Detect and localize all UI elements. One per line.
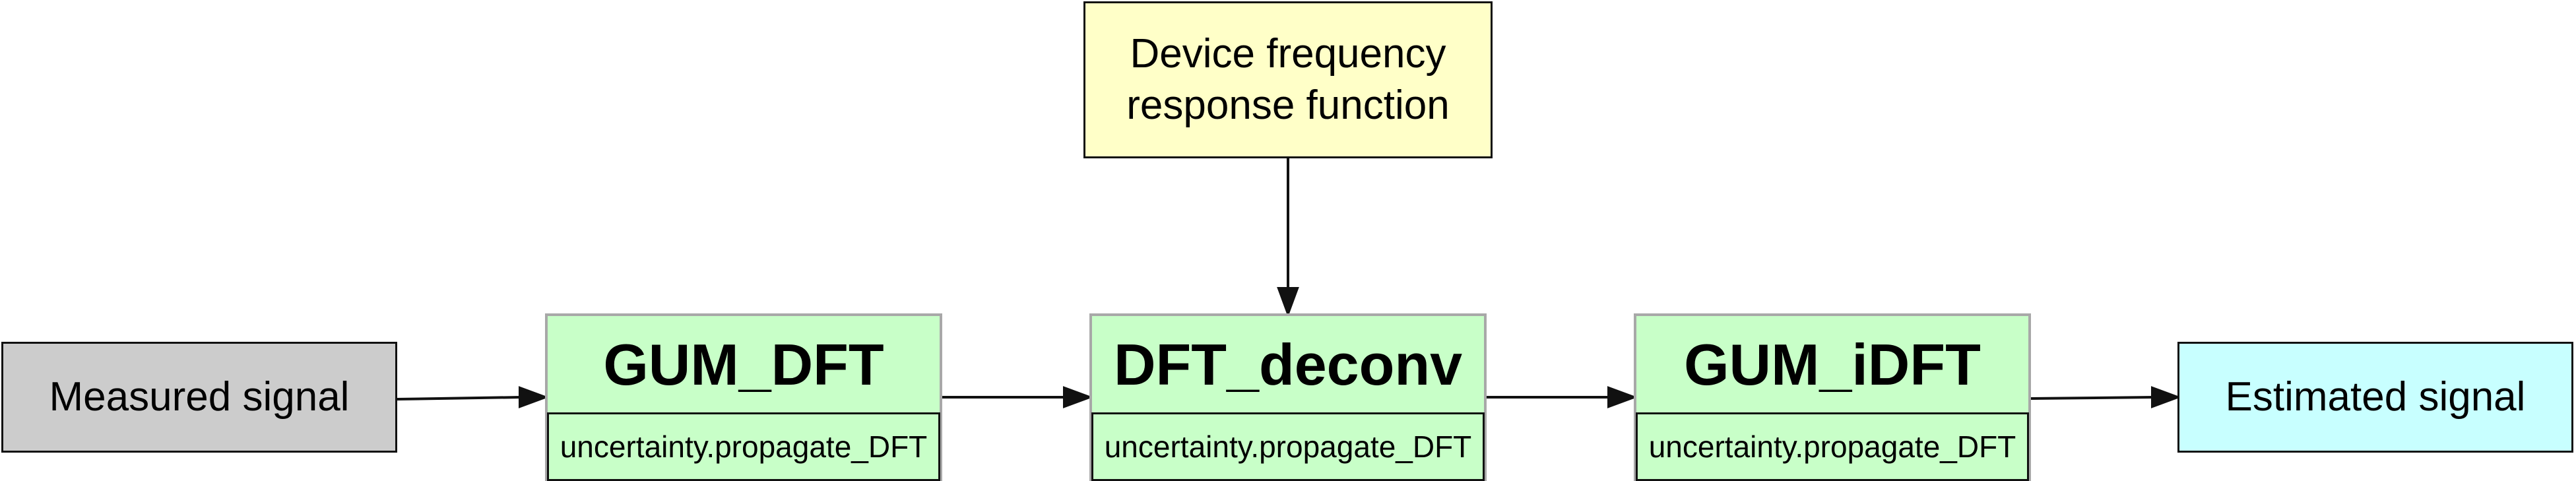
arrowhead-gum-idft	[1607, 386, 1638, 408]
device-frequency-response-node: Device frequency response function	[1083, 1, 1493, 158]
arrowhead-gum-dft	[519, 386, 549, 408]
gum-dft-module: GUM_DFT uncertainty.propagate_DFT	[545, 313, 942, 481]
gum-dft-title: GUM_DFT	[603, 332, 884, 397]
arrowhead-estimated	[2151, 386, 2181, 408]
arrowhead-dft-deconv	[1063, 386, 1093, 408]
measured-signal-node: Measured signal	[1, 342, 397, 453]
arrowhead-dft-deconv-top	[1277, 287, 1299, 317]
arrow-gum-idft-to-estimated	[2030, 396, 2154, 400]
gum-idft-module-path: uncertainty.propagate_DFT	[1636, 412, 2029, 481]
dft-deconv-module: DFT_deconv uncertainty.propagate_DFT	[1089, 313, 1487, 481]
gum-idft-title: GUM_iDFT	[1684, 332, 1981, 397]
gum-dft-module-path: uncertainty.propagate_DFT	[547, 412, 940, 481]
estimated-signal-node: Estimated signal	[2177, 342, 2573, 453]
dft-deconv-module-path: uncertainty.propagate_DFT	[1091, 412, 1485, 481]
arrow-measured-to-gum-dft	[397, 396, 522, 401]
gum-idft-module: GUM_iDFT uncertainty.propagate_DFT	[1634, 313, 2031, 481]
dft-deconv-title: DFT_deconv	[1113, 332, 1463, 397]
